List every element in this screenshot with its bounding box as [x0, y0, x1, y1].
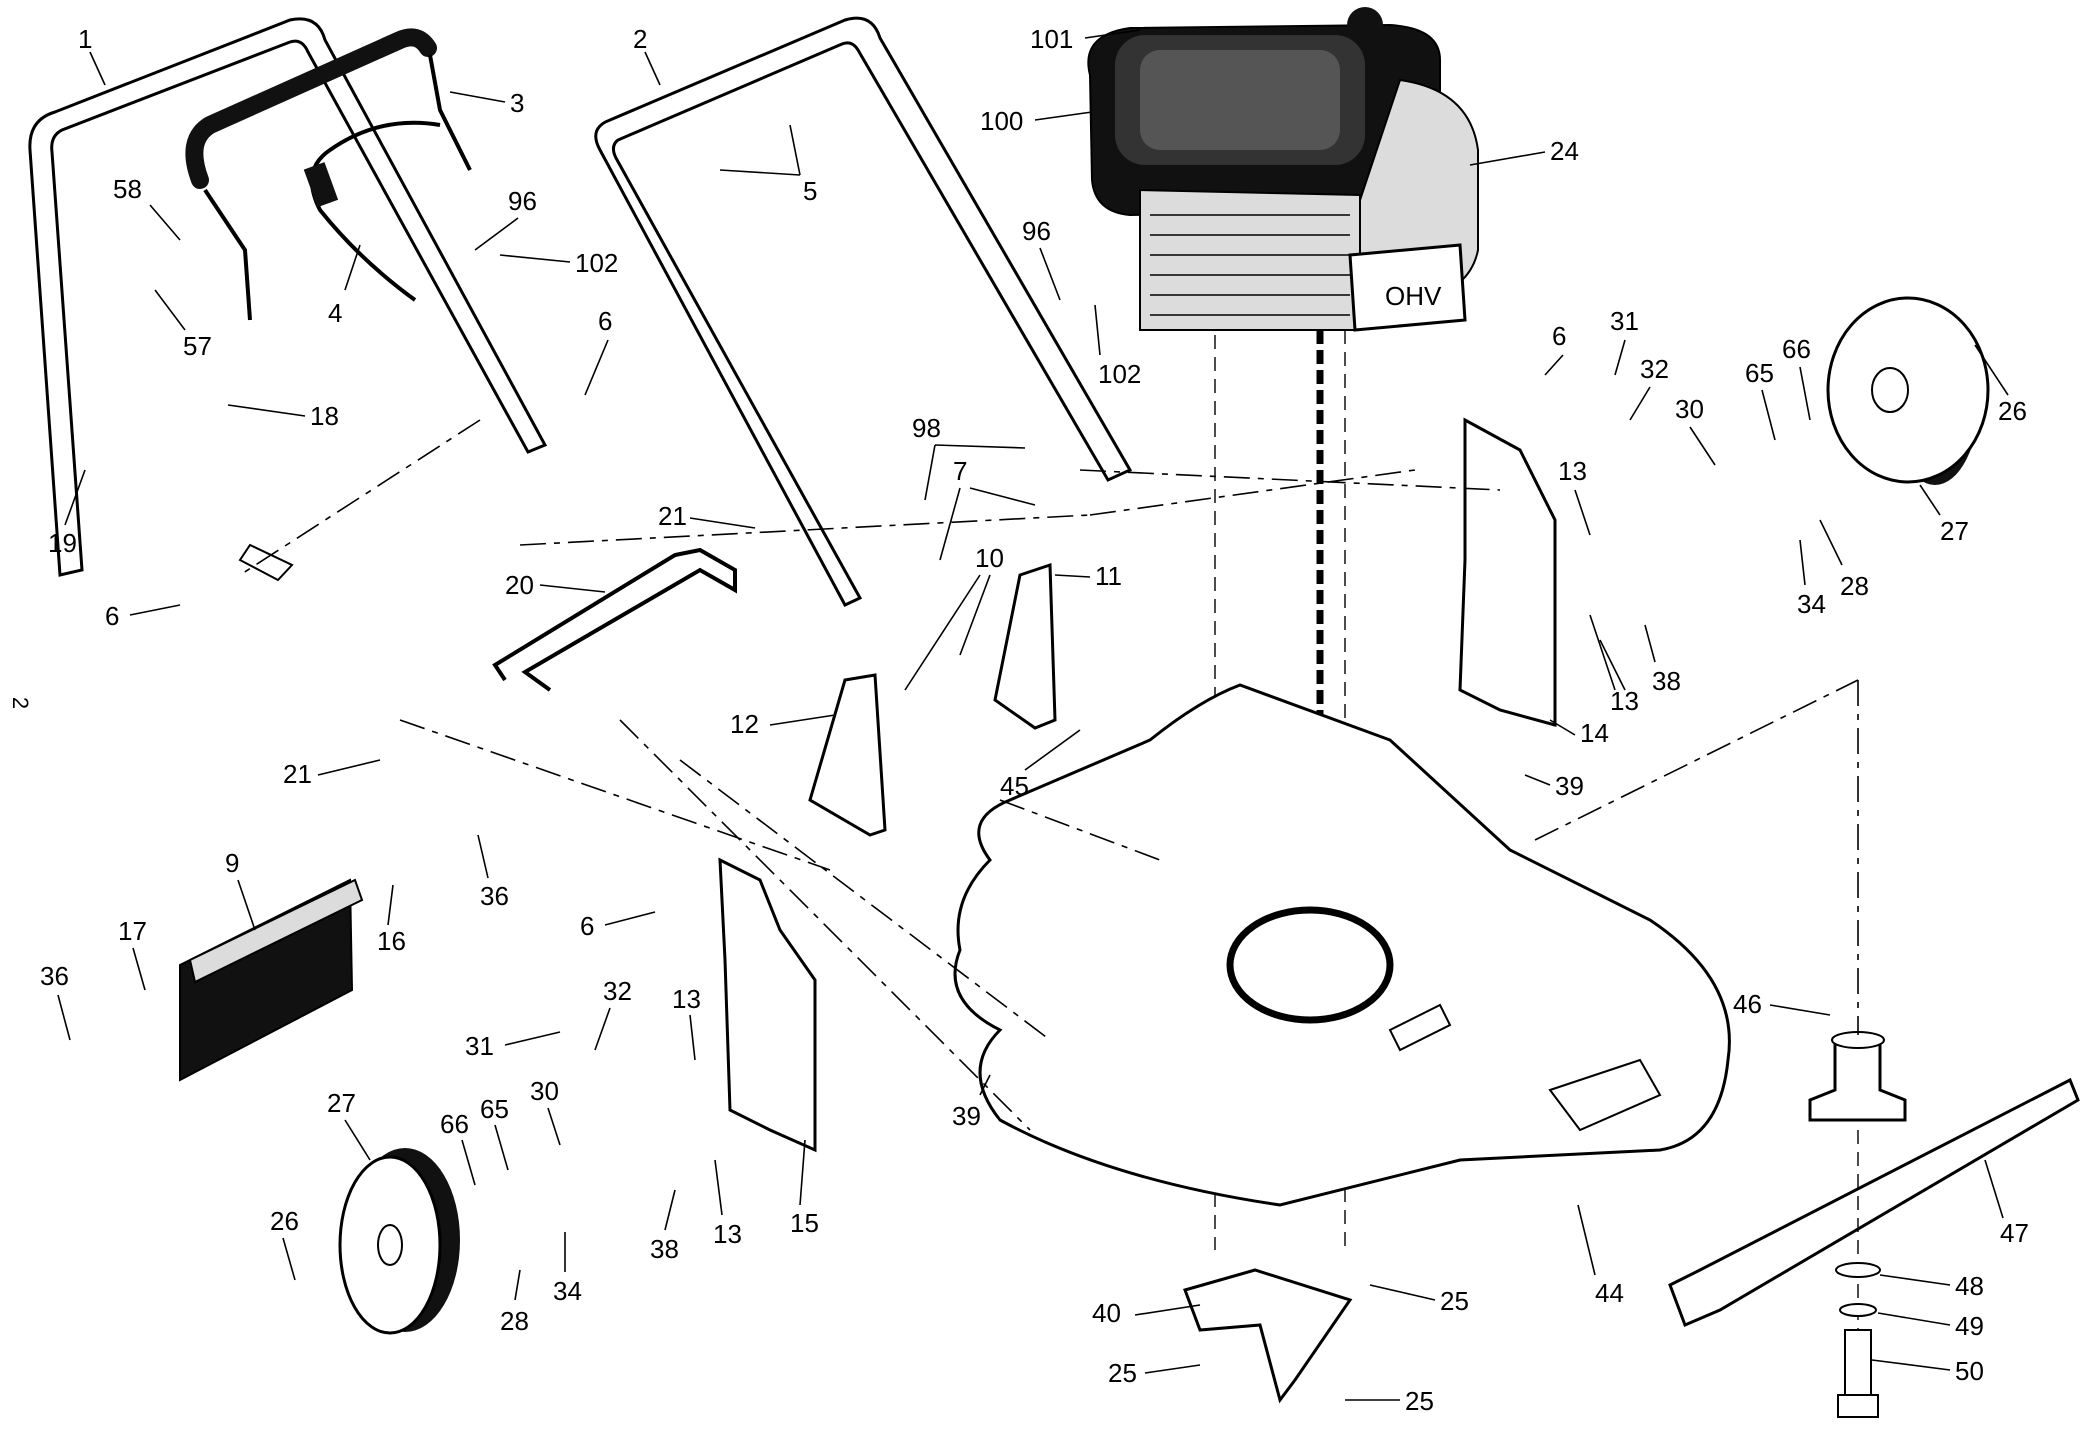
label-65a: 65: [1745, 358, 1774, 388]
rear-height-bracket-left: [718, 857, 817, 1153]
label-13a: 13: [1558, 456, 1587, 486]
label-21b: 21: [283, 759, 312, 789]
label-102a: 102: [575, 248, 618, 278]
engine: OHV: [1087, 7, 1479, 332]
label-38a: 38: [1652, 666, 1681, 696]
left-rear-wheel: [338, 1148, 460, 1335]
label-24: 24: [1550, 136, 1579, 166]
label-40: 40: [1092, 1298, 1121, 1328]
label-39b: 39: [952, 1101, 981, 1131]
label-27a: 27: [1940, 516, 1969, 546]
height-plate-11: [993, 562, 1057, 730]
label-31b: 31: [465, 1031, 494, 1061]
label-11: 11: [1095, 561, 1122, 591]
label-96a: 96: [508, 186, 537, 216]
label-30b: 30: [530, 1076, 559, 1106]
crankshaft-line: [1214, 330, 1346, 1250]
label-6c: 6: [580, 911, 594, 941]
label-36b: 36: [40, 961, 69, 991]
label-6d: 6: [1552, 321, 1566, 351]
label-49: 49: [1955, 1311, 1984, 1341]
label-98: 98: [912, 413, 941, 443]
engine-badge-text: OHV: [1385, 281, 1442, 311]
label-1: 1: [78, 24, 92, 54]
label-19: 19: [48, 528, 77, 558]
label-4: 4: [328, 298, 342, 328]
label-21a: 21: [658, 501, 687, 531]
label-17: 17: [118, 916, 147, 946]
label-32b: 32: [603, 976, 632, 1006]
label-96b: 96: [1022, 216, 1051, 246]
assembly-dash-lines: [239, 419, 1501, 1131]
label-45: 45: [1000, 771, 1029, 801]
label-26b: 26: [270, 1206, 299, 1236]
mower-deck: [953, 683, 1731, 1207]
label-18: 18: [310, 401, 339, 431]
lower-handle: [28, 17, 548, 582]
label-36a: 36: [480, 881, 509, 911]
label-12: 12: [730, 709, 759, 739]
label-27b: 27: [327, 1088, 356, 1118]
label-31a: 31: [1610, 306, 1639, 336]
label-47: 47: [2000, 1218, 2029, 1248]
upper-handle: [594, 16, 1133, 607]
label-57: 57: [183, 331, 212, 361]
label-102b: 102: [1098, 359, 1141, 389]
label-5: 5: [803, 176, 817, 206]
label-39a: 39: [1555, 771, 1584, 801]
label-34b: 34: [553, 1276, 582, 1306]
label-38b: 38: [650, 1234, 679, 1264]
label-13b: 13: [1610, 686, 1639, 716]
label-9: 9: [225, 848, 239, 878]
throttle-cable: [303, 120, 441, 302]
label-6b: 6: [105, 601, 119, 631]
right-rear-wheel: [1826, 296, 1990, 485]
label-28a: 28: [1840, 571, 1869, 601]
label-25b: 25: [1108, 1358, 1137, 1388]
label-101: 101: [1030, 24, 1073, 54]
blade-adapter: [1808, 1031, 1907, 1122]
label-26a: 26: [1998, 396, 2027, 426]
label-16: 16: [377, 926, 406, 956]
label-66b: 66: [440, 1109, 469, 1139]
label-25a: 25: [1440, 1286, 1469, 1316]
blade-bolt-assembly: [1835, 1262, 1881, 1418]
label-7: 7: [953, 456, 967, 486]
label-13c: 13: [672, 984, 701, 1014]
label-28b: 28: [500, 1306, 529, 1336]
label-65b: 65: [480, 1094, 509, 1124]
label-13d: 13: [713, 1219, 742, 1249]
handle-bracket-rod: [492, 547, 737, 692]
height-plate-12: [808, 673, 887, 837]
part-callouts: 1 2 3 4 5 6 6 6 6 7 9 10: [40, 24, 2029, 1416]
label-15: 15: [790, 1208, 819, 1238]
label-48: 48: [1955, 1271, 1984, 1301]
label-6a: 6: [598, 306, 612, 336]
label-25c: 25: [1405, 1386, 1434, 1416]
label-44: 44: [1595, 1278, 1624, 1308]
blade: [1668, 1077, 2080, 1327]
label-2: 2: [633, 24, 647, 54]
label-10: 10: [975, 543, 1004, 573]
deflector-bracket: [1183, 1268, 1353, 1404]
label-14: 14: [1580, 718, 1609, 748]
label-100: 100: [980, 106, 1023, 136]
label-30a: 30: [1675, 394, 1704, 424]
rear-height-bracket-right: [1458, 417, 1557, 727]
engine-cover-grid: [1140, 50, 1340, 150]
label-66a: 66: [1782, 334, 1811, 364]
label-34a: 34: [1797, 589, 1826, 619]
label-50: 50: [1955, 1356, 1984, 1386]
label-58: 58: [113, 174, 142, 204]
label-32a: 32: [1640, 354, 1669, 384]
label-46: 46: [1733, 989, 1762, 1019]
rear-door: [179, 878, 364, 1082]
label-20: 20: [505, 570, 534, 600]
label-3: 3: [510, 88, 524, 118]
control-bail: [185, 28, 472, 321]
